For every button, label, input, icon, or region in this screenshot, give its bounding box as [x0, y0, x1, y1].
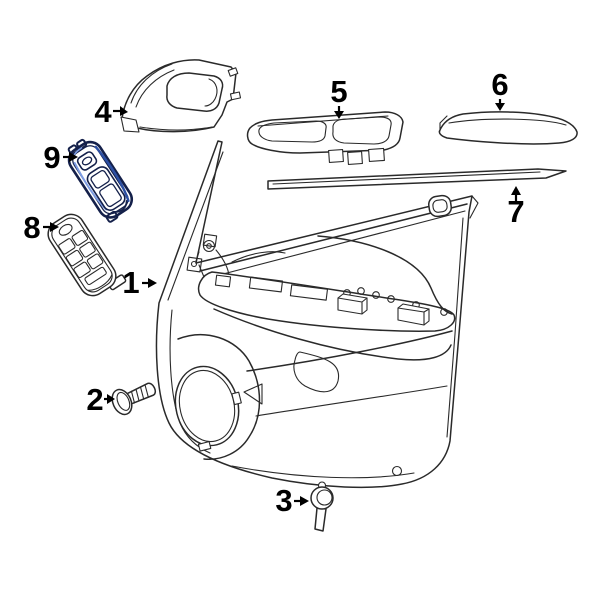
callout-8: 8 [23, 210, 59, 245]
bezel-tab [347, 150, 363, 166]
switch8-button [71, 229, 89, 246]
right-edge-inner-line [446, 217, 464, 438]
screw-shank [126, 382, 157, 405]
callout-3-number[interactable]: 3 [275, 483, 292, 518]
bezel-recess-left [258, 120, 327, 143]
callout-1: 1 [122, 265, 157, 300]
bezel-recess-right [332, 116, 392, 145]
callout-5-number[interactable]: 5 [330, 74, 347, 109]
part-window-switch-highlighted[interactable] [62, 134, 137, 224]
callout-6: 6 [491, 67, 509, 111]
callout-7-number[interactable]: 7 [507, 194, 524, 229]
armrest-front-curve [213, 308, 452, 361]
switch8-button [65, 249, 84, 267]
callout-6-number[interactable]: 6 [491, 67, 508, 102]
switch8-button [73, 261, 91, 279]
switch8-button [58, 238, 76, 255]
bezel-tab [328, 148, 344, 164]
part-inner-handle-bezel[interactable] [120, 59, 242, 133]
switch9-body [67, 140, 134, 219]
handle-bezel-outline [121, 59, 237, 133]
clip-stem [314, 507, 327, 532]
speaker-pod [174, 333, 263, 460]
handle-hook [204, 78, 218, 107]
pull-cup-front [293, 351, 340, 393]
switch8-body [47, 213, 117, 297]
clip-block-2 [397, 303, 430, 326]
handle-cutout [166, 72, 224, 112]
callout-9-number[interactable]: 9 [43, 140, 60, 175]
part-switch-bezel-plate[interactable] [246, 111, 404, 166]
part-door-trim-panel[interactable] [155, 140, 479, 489]
switch9-shade [94, 145, 130, 203]
callout-4: 4 [94, 94, 128, 129]
switch9-plate [86, 166, 126, 211]
callout-7: 7 [507, 186, 525, 229]
band-left-cap [198, 264, 205, 278]
window-peak-inner-line [167, 151, 224, 301]
top-band-line-2 [203, 210, 466, 280]
pocket-lower-curve [255, 385, 448, 417]
armrest-bracket [197, 271, 456, 332]
clip-head [310, 486, 334, 510]
armrest-pad-outline [438, 111, 578, 145]
bottom-hole [391, 465, 403, 477]
callout-5: 5 [330, 74, 348, 119]
switch8-button [79, 241, 96, 258]
switch8-button [86, 253, 104, 270]
callout-4-number[interactable]: 4 [94, 94, 112, 129]
part-belt-molding-strip[interactable] [267, 168, 567, 190]
callout-3: 3 [275, 483, 309, 518]
lock-knob-bezel [428, 194, 452, 218]
part-retainer-clip[interactable] [310, 481, 334, 532]
pocket-top-curve [246, 330, 453, 372]
belt-molding-outline [267, 168, 567, 190]
switch9-upper-button [76, 151, 98, 171]
part-armrest-pad[interactable] [438, 111, 578, 145]
callout-1-number[interactable]: 1 [122, 265, 139, 300]
handle-mount-details [186, 233, 286, 282]
clip-block-1 [337, 293, 368, 315]
part-screw[interactable] [108, 376, 159, 418]
switch8-button [84, 266, 107, 286]
inner-right-arc [317, 235, 453, 315]
callout-2: 2 [86, 382, 115, 417]
bezel-foot [120, 116, 140, 133]
switch8-lock-button [58, 223, 73, 236]
top-right-fold [469, 195, 479, 219]
part-master-window-switch[interactable] [43, 207, 127, 304]
callout-9: 9 [43, 140, 78, 175]
bezel-tab [368, 147, 385, 163]
callout-8-number[interactable]: 8 [23, 210, 40, 245]
callout-2-number[interactable]: 2 [86, 382, 103, 417]
